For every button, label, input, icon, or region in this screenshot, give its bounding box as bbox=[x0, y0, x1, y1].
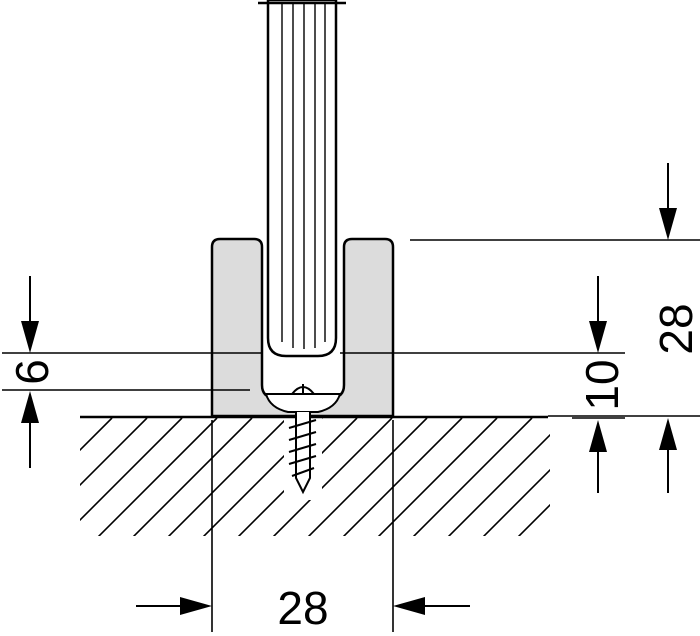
width-dimension-label: 28 bbox=[277, 582, 328, 634]
depth-left-dimension-label: 6 bbox=[6, 359, 58, 385]
door-panel bbox=[258, 0, 346, 358]
depth-left-dimension bbox=[2, 276, 262, 468]
depth-right-dimension bbox=[340, 276, 625, 493]
width-dimension bbox=[136, 420, 470, 632]
screw bbox=[264, 384, 342, 495]
height-dimension-label: 28 bbox=[650, 303, 700, 354]
height-dimension bbox=[410, 163, 700, 493]
depth-right-dimension-label: 10 bbox=[576, 359, 628, 410]
